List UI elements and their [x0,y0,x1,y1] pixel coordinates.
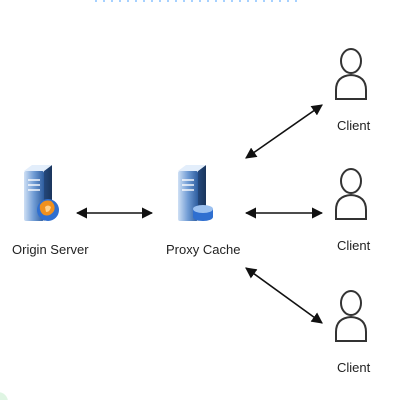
server-globe-icon [24,165,59,221]
client-label-2: Client [337,238,371,253]
client-label-1: Client [337,118,371,133]
edge-proxy-client-3 [245,267,323,324]
edge-proxy-client-1 [245,104,323,159]
user-icon [335,168,367,220]
user-icon [335,290,367,342]
origin-server-label: Origin Server [12,242,89,257]
proxy-cache-label: Proxy Cache [166,242,240,257]
user-icon [335,48,367,100]
server-database-icon [178,165,213,221]
corner-decoration [0,392,8,400]
client-label-3: Client [337,360,371,375]
